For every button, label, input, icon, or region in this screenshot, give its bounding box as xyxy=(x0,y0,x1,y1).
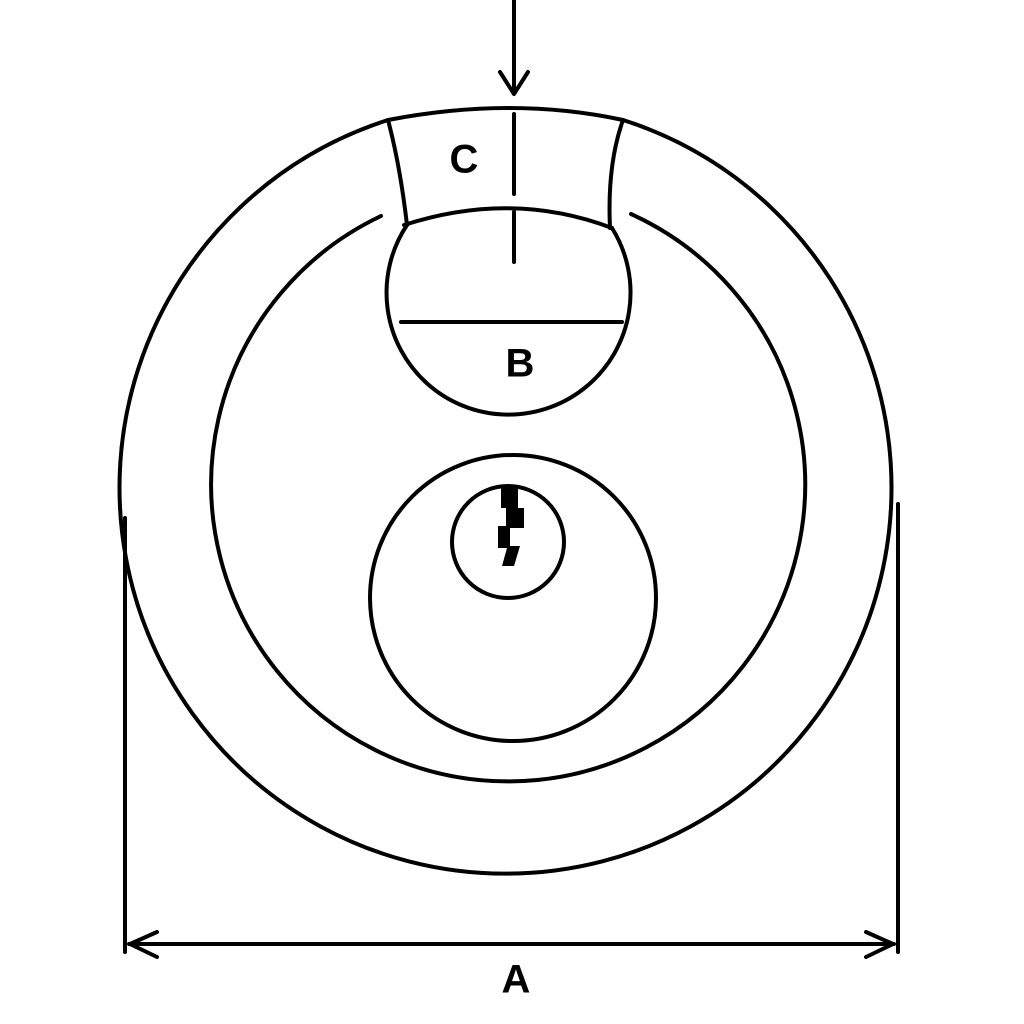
dimension-a-arrow-right xyxy=(864,930,895,959)
keyway-plug xyxy=(450,484,566,600)
dimension-a-arrow-left xyxy=(128,930,159,959)
dimension-c-arrow-head xyxy=(498,70,530,96)
shackle-right-side xyxy=(607,118,625,230)
lock-cylinder-housing xyxy=(368,453,658,743)
lock-body-outer-outline xyxy=(117,118,894,876)
shackle-pocket xyxy=(384,223,633,417)
shackle-left-side xyxy=(386,118,409,227)
shackle-outer-edge xyxy=(386,106,625,122)
keyway-slot-icon xyxy=(498,488,524,566)
label-a: A xyxy=(502,958,531,1002)
lock-body-inner-ring xyxy=(209,212,808,784)
label-b: B xyxy=(506,342,535,386)
label-c: C xyxy=(450,138,479,182)
shackle-inner-edge xyxy=(402,206,614,230)
